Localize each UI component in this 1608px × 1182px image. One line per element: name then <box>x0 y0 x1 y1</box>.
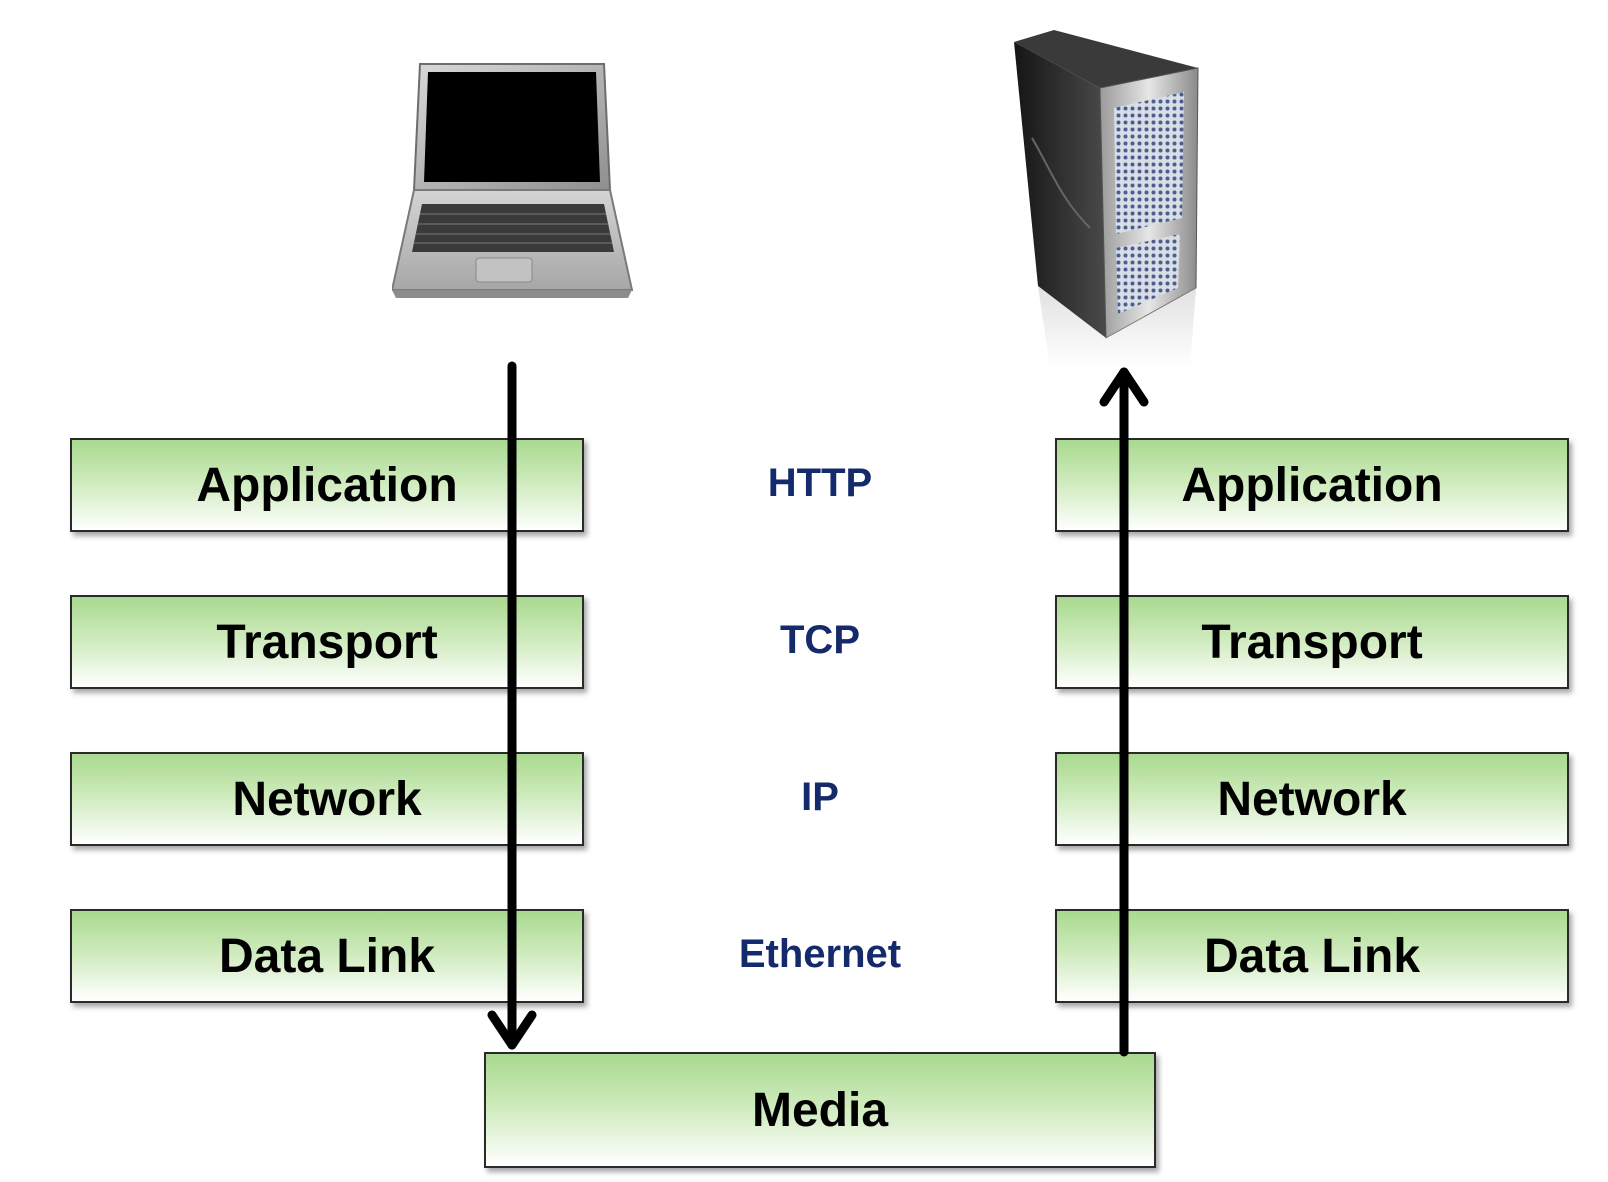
client-layer-label: Network <box>232 772 422 826</box>
server-layer-application: Application <box>1055 438 1569 532</box>
server-layer-network: Network <box>1055 752 1569 846</box>
server-tower-icon <box>1014 30 1199 368</box>
client-layer-label: Transport <box>216 615 438 669</box>
laptop-icon <box>392 63 634 298</box>
client-layer-network: Network <box>70 752 584 846</box>
protocol-ip: IP <box>801 775 839 819</box>
media-label: Media <box>751 1083 889 1137</box>
server-layer-label: Transport <box>1201 615 1423 669</box>
client-layer-transport: Transport <box>70 595 584 689</box>
client-layer-label: Data Link <box>218 929 436 983</box>
client-layer-data-link: Data Link <box>70 909 584 1003</box>
client-layer-application: Application <box>70 438 584 532</box>
server-layer-label: Data Link <box>1203 929 1421 983</box>
server-layer-data-link: Data Link <box>1055 909 1569 1003</box>
media-layer: Media <box>484 1052 1156 1168</box>
protocol-tcp: TCP <box>780 618 860 662</box>
server-layer-label: Network <box>1217 772 1407 826</box>
server-layer-label: Application <box>1181 458 1443 512</box>
client-layer-label: Application <box>196 458 458 512</box>
server-layer-transport: Transport <box>1055 595 1569 689</box>
protocol-ethernet: Ethernet <box>738 932 902 976</box>
protocol-http: HTTP <box>767 461 873 505</box>
